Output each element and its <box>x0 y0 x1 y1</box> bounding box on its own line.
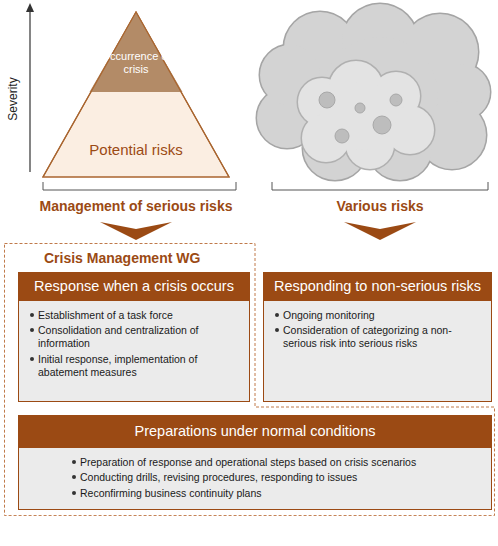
bullet-item: Consolidation and centralization of info… <box>29 324 241 350</box>
bracket <box>43 182 236 190</box>
risk-triangle <box>43 12 229 177</box>
bullet-item: Establishment of a task force <box>29 309 241 322</box>
axis-arrow <box>26 3 34 12</box>
cloud <box>298 61 434 169</box>
process-box: Response when a crisis occursEstablishme… <box>18 272 250 402</box>
cloud-outline <box>257 4 490 180</box>
group-title: Crisis Management WG <box>44 250 200 266</box>
box-body: Ongoing monitoringConsideration of categ… <box>264 301 491 359</box>
box-heading: Responding to non-serious risks <box>264 273 491 301</box>
box-heading: Preparations under normal conditions <box>19 416 491 448</box>
bullet-item: Preparation of response and operational … <box>71 456 483 469</box>
axis-line <box>29 10 30 172</box>
bracket <box>272 182 488 190</box>
bullet-item: Consideration of categorizing a non-seri… <box>274 324 483 350</box>
triangle-band: Potential risks <box>66 141 206 158</box>
band-label: Potential risks <box>66 141 206 158</box>
triangle-band: Occurrence of crisis <box>92 50 180 76</box>
process-box: Preparations under normal conditionsPrep… <box>18 415 492 510</box>
bullet-item: Conducting drills, revising procedures, … <box>71 471 483 484</box>
bullet-item: Initial response, implementation of abat… <box>29 353 241 379</box>
section-label: Various risks <box>280 198 480 214</box>
band-label: Occurrence of crisis <box>92 50 180 76</box>
cloud <box>257 4 490 180</box>
box-body: Preparation of response and operational … <box>19 448 491 509</box>
down-chevron <box>100 222 172 240</box>
crisis-band <box>90 12 183 92</box>
triangle-outline <box>43 12 229 177</box>
bullet-item: Ongoing monitoring <box>274 309 483 322</box>
bullet-item: Reconfirming business continuity plans <box>71 487 483 500</box>
axis-label: Severity <box>6 72 20 126</box>
section-label: Management of serious risks <box>10 198 262 214</box>
box-body: Establishment of a task forceConsolidati… <box>19 301 249 388</box>
cloud-outline <box>298 61 434 169</box>
process-box: Responding to non-serious risksOngoing m… <box>263 272 492 402</box>
cloud-blobs <box>319 92 402 143</box>
down-chevron <box>344 222 416 240</box>
box-heading: Response when a crisis occurs <box>19 273 249 301</box>
dashed-line <box>5 244 495 516</box>
